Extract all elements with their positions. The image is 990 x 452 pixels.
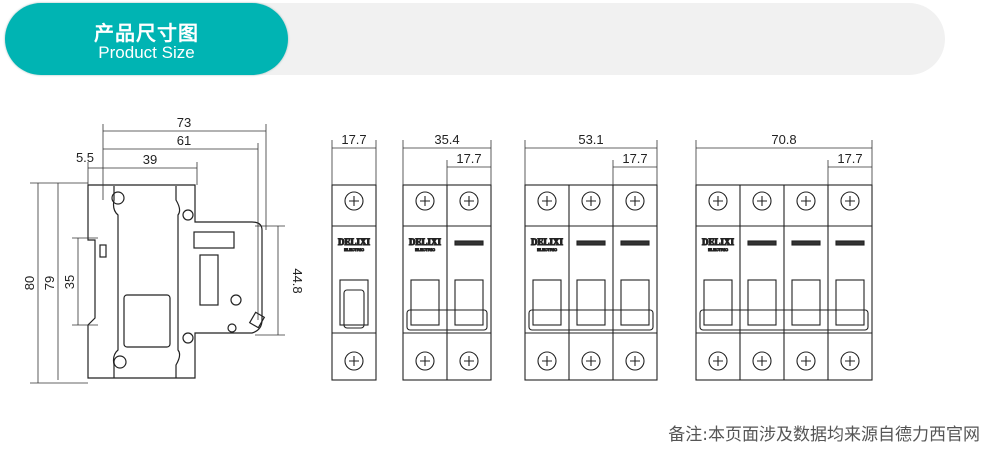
dim-pole-width: 17.7	[622, 151, 647, 166]
section-title-badge: 产品尺寸图 Product Size	[5, 3, 288, 75]
terminal-screw-icon	[537, 351, 557, 371]
terminal-screw-icon	[752, 191, 772, 211]
dim-pole-width: 17.7	[837, 151, 862, 166]
tie-bar	[699, 309, 869, 331]
tie-bar	[406, 309, 488, 331]
brand-sub: ELECTRIC	[415, 247, 435, 252]
terminal-screw-icon	[581, 191, 601, 211]
terminal-screw-icon	[415, 191, 435, 211]
side-view	[30, 124, 285, 384]
terminal-screw-icon	[840, 191, 860, 211]
dim-80: 80	[22, 276, 37, 290]
header-bar	[250, 3, 945, 75]
dim-35: 35	[62, 275, 77, 289]
dim-total-width: 35.4	[434, 132, 459, 147]
side-dimension-labels: 73 61 39 5.5 80 79 35 44.8	[22, 115, 305, 294]
dim-total-width: 53.1	[578, 132, 603, 147]
terminal-screw-icon	[459, 351, 479, 371]
dim-39: 39	[143, 152, 157, 167]
terminal-screw-icon	[840, 351, 860, 371]
terminal-screw-icon	[459, 191, 479, 211]
dim-total-width: 17.7	[341, 132, 366, 147]
section-title-en: Product Size	[98, 43, 195, 62]
dim-pole-width: 17.7	[456, 151, 481, 166]
terminal-screw-icon	[537, 191, 557, 211]
tie-bar	[528, 309, 654, 331]
brand-logo: DELIXI	[531, 237, 564, 247]
terminal-screw-icon	[344, 191, 364, 211]
terminal-screw-icon	[581, 351, 601, 371]
terminal-screw-icon	[796, 191, 816, 211]
terminal-screw-icon	[708, 191, 728, 211]
terminal-screw-icon	[344, 351, 364, 371]
terminal-screw-icon	[708, 351, 728, 371]
brand-sub: ELECTRIC	[344, 247, 364, 252]
terminal-screw-icon	[752, 351, 772, 371]
brand-sub: ELECTRIC	[708, 247, 728, 252]
brand-logo: DELIXI	[338, 237, 371, 247]
dim-73: 73	[177, 115, 191, 130]
dim-44-8: 44.8	[290, 268, 305, 293]
terminal-screw-icon	[625, 191, 645, 211]
brand-logo: DELIXI	[702, 237, 735, 247]
terminal-screw-icon	[796, 351, 816, 371]
terminal-screw-icon	[415, 351, 435, 371]
section-title-cn: 产品尺寸图	[94, 21, 199, 45]
brand-sub: ELECTRIC	[537, 247, 557, 252]
dim-61: 61	[177, 133, 191, 148]
terminal-screw-icon	[625, 351, 645, 371]
dim-total-width: 70.8	[771, 132, 796, 147]
brand-logo: DELIXI	[409, 237, 442, 247]
dim-79: 79	[42, 276, 57, 290]
dim-5-5: 5.5	[76, 150, 94, 165]
toggle-handle	[343, 289, 365, 329]
footnote: 备注:本页面涉及数据均来源自德力西官网	[668, 425, 980, 445]
